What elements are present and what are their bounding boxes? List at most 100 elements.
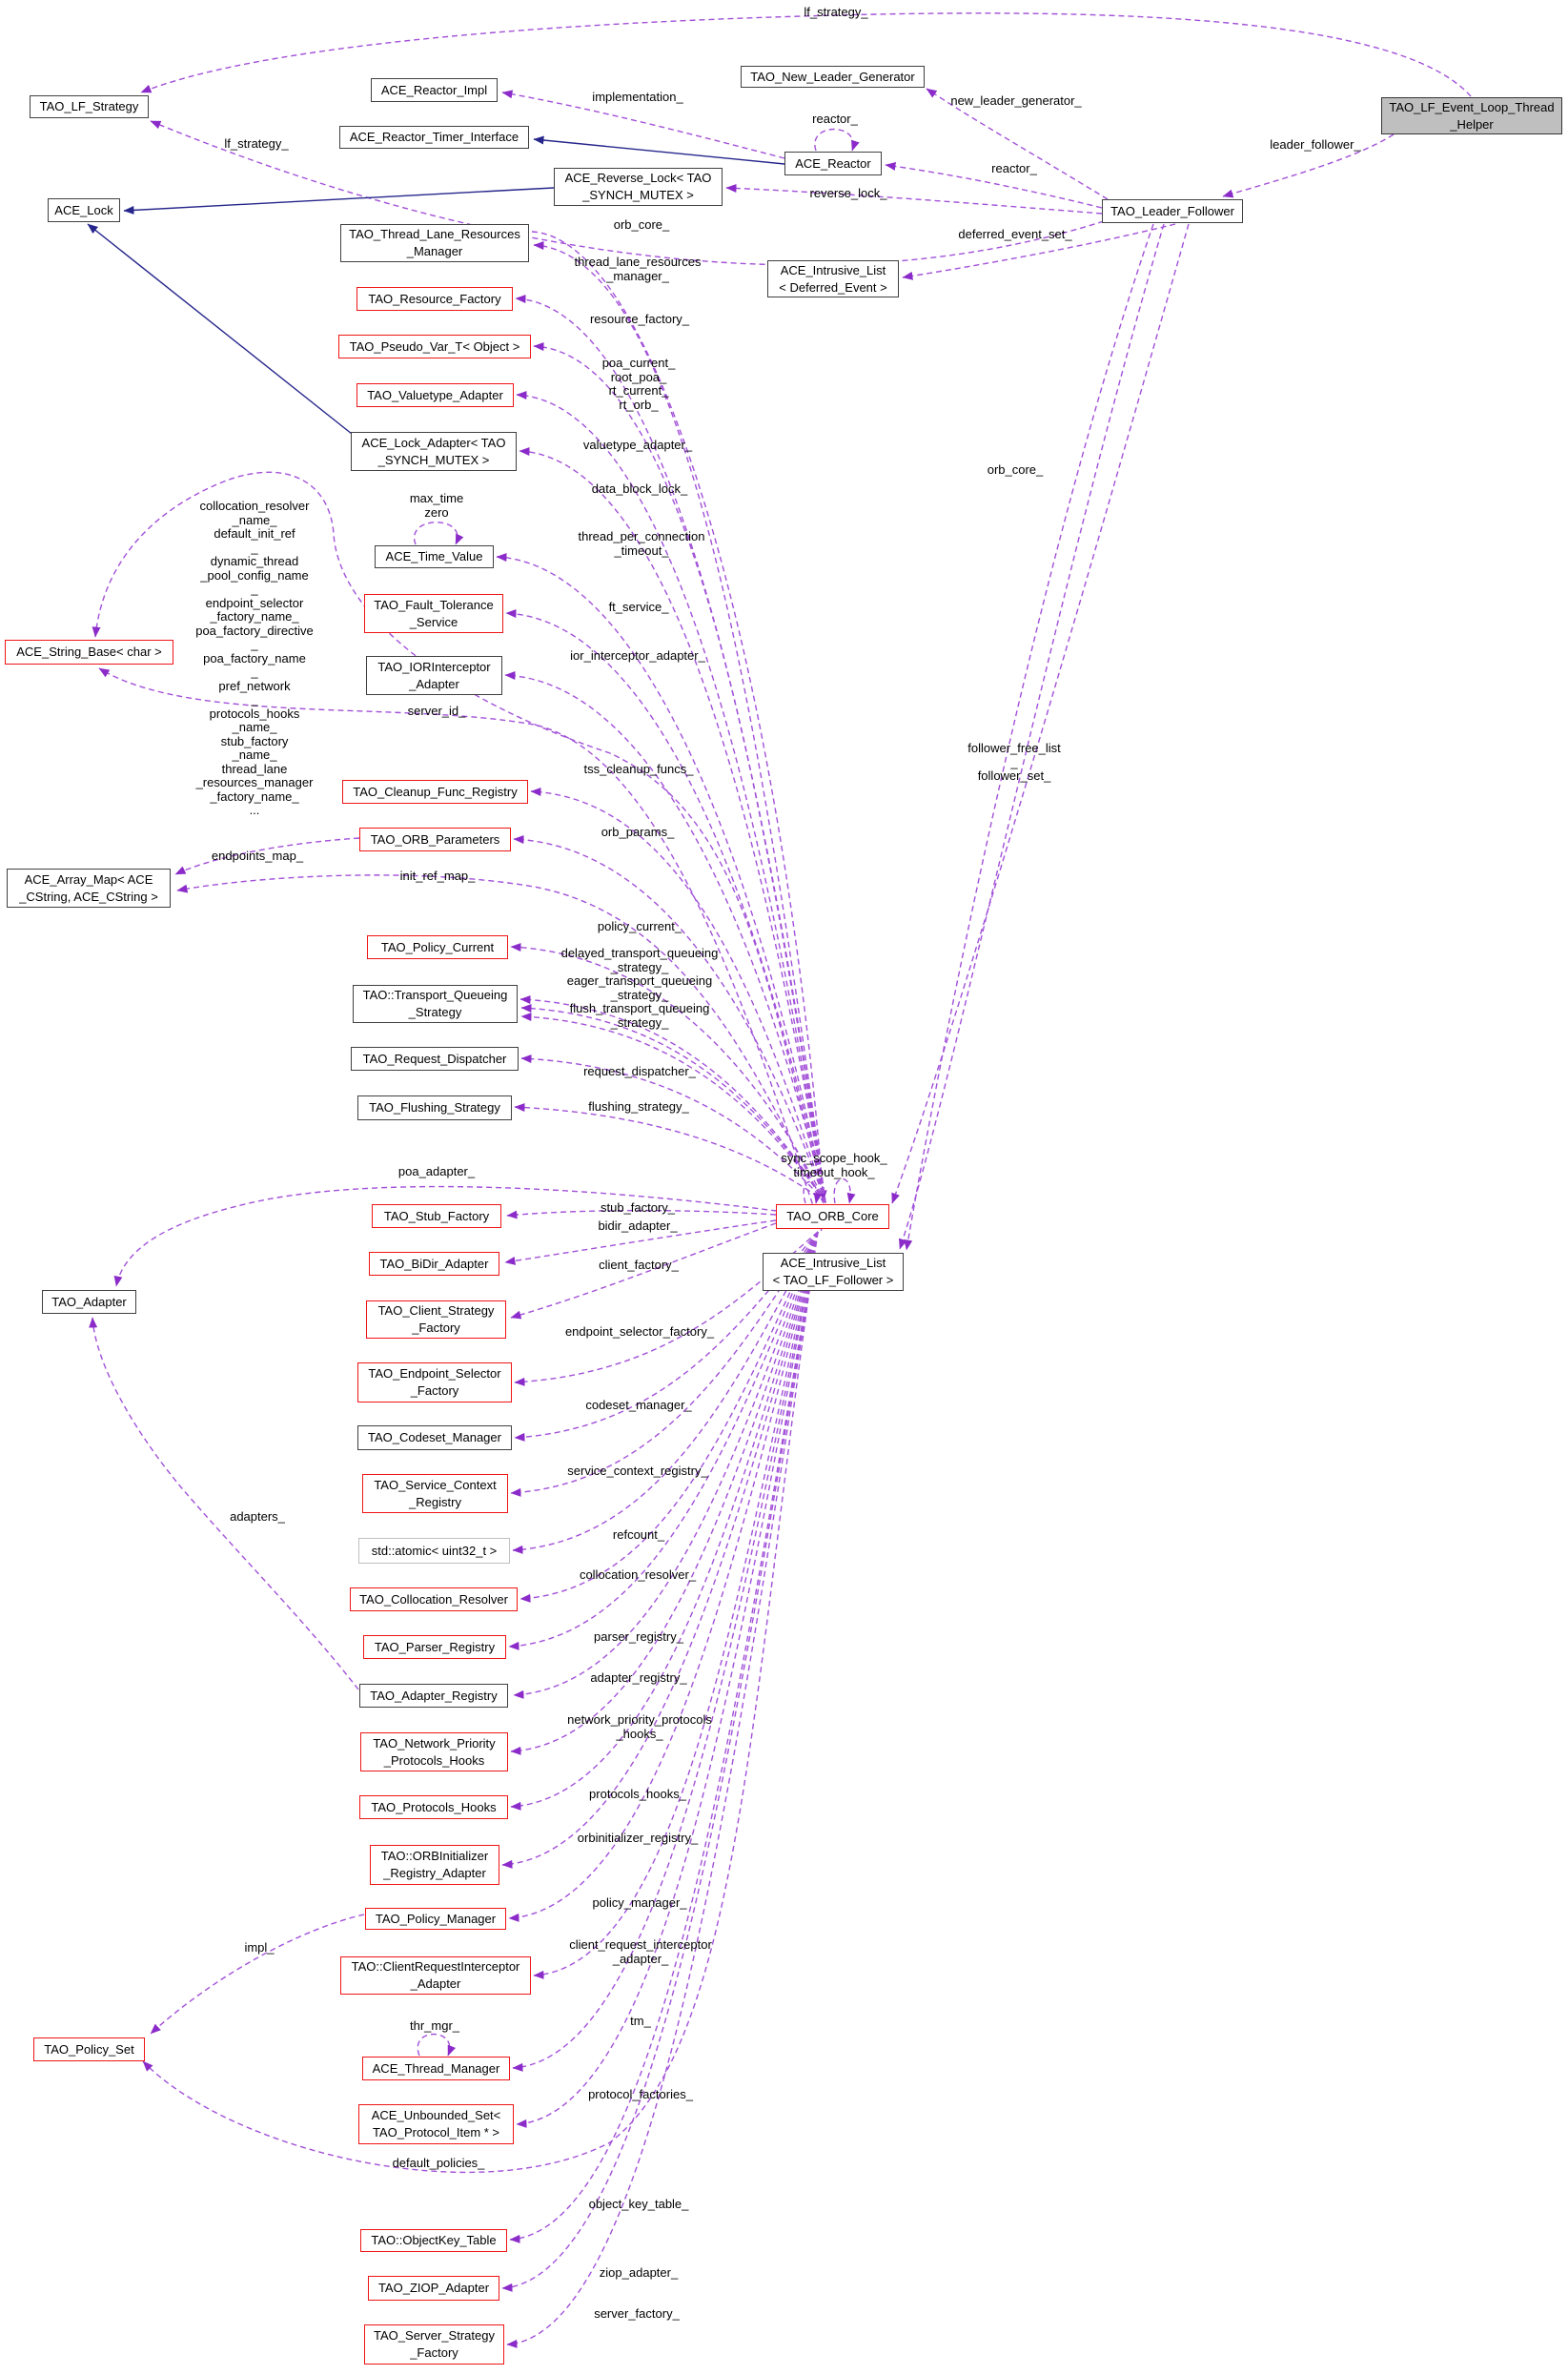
node-tao-stub-factory[interactable]: TAO_Stub_Factory	[372, 1204, 501, 1228]
node-tao-pseudo-var-t[interactable]: TAO_Pseudo_Var_T< Object >	[338, 335, 531, 358]
edge-label-8: deferred_event_set_	[958, 227, 1072, 241]
node-tao-adapter-registry[interactable]: TAO_Adapter_Registry	[359, 1684, 508, 1708]
node-tao-request-dispatcher[interactable]: TAO_Request_Dispatcher	[351, 1047, 519, 1071]
node-tao-orbinitializer-registry-adapter[interactable]: TAO::ORBInitializer _Registry_Adapter	[370, 1845, 499, 1885]
edge-37	[506, 1209, 777, 1219]
node-tao-resource-factory[interactable]: TAO_Resource_Factory	[356, 287, 513, 311]
node-tao-objectkey-table[interactable]: TAO::ObjectKey_Table	[360, 2229, 507, 2252]
edge-55	[512, 1231, 819, 2072]
node-ace-thread-manager[interactable]: ACE_Thread_Manager	[362, 2057, 510, 2080]
node-ace-intrusive-list-deferred-event[interactable]: ACE_Intrusive_List < Deferred_Event >	[767, 260, 899, 297]
edge-label-39: adapters_	[230, 1509, 285, 1524]
node-tao-leader-follower[interactable]: TAO_Leader_Follower	[1102, 199, 1243, 223]
edge-label-44: network_priority_protocols _hooks_	[567, 1712, 712, 1741]
edge-label-9: thread_lane_resources _manager_	[574, 255, 702, 283]
node-tao-transport-queueing-strategy[interactable]: TAO::Transport_Queueing _Strategy	[353, 985, 518, 1023]
node-ace-array-map[interactable]: ACE_Array_Map< ACE _CString, ACE_CString…	[7, 869, 171, 908]
edge-label-35: client_factory_	[599, 1258, 679, 1272]
edge-label-7: orb_core_	[613, 217, 670, 232]
edge-label-27: policy_current_	[597, 919, 682, 933]
edge-34	[803, 1180, 823, 1204]
edge-28	[510, 943, 826, 1203]
node-tao-parser-registry[interactable]: TAO_Parser_Registry	[363, 1635, 506, 1659]
edge-2	[1222, 133, 1395, 198]
node-ace-reactor-impl[interactable]: ACE_Reactor_Impl	[371, 78, 498, 102]
edge-label-47: policy_manager_	[592, 1895, 687, 1910]
edge-label-28: delayed_transport_queueing _strategy_ ea…	[560, 946, 719, 1030]
node-tao-bidir-adapter[interactable]: TAO_BiDir_Adapter	[369, 1252, 499, 1276]
node-ace-reactor[interactable]: ACE_Reactor	[784, 152, 882, 175]
edge-1	[150, 120, 1105, 266]
node-tao-policy-set[interactable]: TAO_Policy_Set	[33, 2037, 145, 2061]
edge-39	[510, 1222, 777, 1320]
edge-label-25: endpoints_map_	[211, 849, 304, 863]
node-ace-string-base[interactable]: ACE_String_Base< char >	[5, 640, 173, 665]
edge-20	[505, 609, 826, 1203]
edge-label-38: service_context_registry_	[567, 1464, 708, 1478]
edge-label-52: protocol_factories_	[588, 2087, 693, 2101]
edge-46	[513, 1231, 819, 1699]
node-tao-flushing-strategy[interactable]: TAO_Flushing_Strategy	[357, 1095, 512, 1120]
edge-60	[506, 1231, 819, 2348]
edge-61	[533, 135, 785, 165]
edge-29	[519, 995, 826, 1203]
edge-3	[926, 88, 1109, 200]
node-tao-lf-strategy[interactable]: TAO_LF_Strategy	[30, 95, 149, 118]
node-tao-client-strategy-factory[interactable]: TAO_Client_Strategy _Factory	[366, 1300, 506, 1339]
node-tao-network-priority-protocols-hooks[interactable]: TAO_Network_Priority _Protocols_Hooks	[360, 1732, 508, 1771]
node-tao-protocols-hooks[interactable]: TAO_Protocols_Hooks	[359, 1795, 508, 1819]
node-tao-codeset-manager[interactable]: TAO_Codeset_Manager	[357, 1425, 512, 1450]
edge-label-6: reverse_lock_	[809, 186, 887, 200]
node-tao-server-strategy-factory[interactable]: TAO_Server_Strategy _Factory	[364, 2324, 504, 2365]
edge-label-18: ior_interceptor_adapter_	[570, 648, 705, 663]
edge-label-2: new_leader_generator_	[950, 93, 1082, 108]
edge-label-34: bidir_adapter_	[598, 1218, 678, 1233]
edge-label-12: valuetype_adapter_	[582, 438, 693, 452]
node-tao-fault-tolerance-service[interactable]: TAO_Fault_Tolerance _Service	[364, 594, 503, 633]
edge-label-14: max_time zero	[409, 491, 464, 520]
node-ace-time-value[interactable]: ACE_Time_Value	[375, 545, 494, 568]
edge-21	[504, 671, 826, 1203]
node-tao-clientrequestinterceptor-adapter[interactable]: TAO::ClientRequestInterceptor _Adapter	[340, 1956, 531, 1995]
node-std-atomic-uint32[interactable]: std::atomic< uint32_t >	[358, 1538, 510, 1564]
node-tao-orb-parameters[interactable]: TAO_ORB_Parameters	[359, 828, 511, 851]
edge-label-15: thread_per_connection _timeout_	[578, 529, 705, 558]
node-ace-lock[interactable]: ACE_Lock	[48, 198, 120, 222]
node-ace-lock-adapter[interactable]: ACE_Lock_Adapter< TAO _SYNCH_MUTEX >	[351, 432, 517, 471]
node-ace-intrusive-list-lf-follower[interactable]: ACE_Intrusive_List < TAO_LF_Follower >	[763, 1253, 904, 1291]
node-tao-adapter[interactable]: TAO_Adapter	[42, 1290, 136, 1314]
edge-label-50: thr_mgr_	[409, 2018, 460, 2033]
node-ace-unbounded-set[interactable]: ACE_Unbounded_Set< TAO_Protocol_Item * >	[358, 2104, 514, 2144]
edge-label-22: follower_free_list _ follower_set_	[967, 741, 1061, 783]
node-tao-cleanup-func-registry[interactable]: TAO_Cleanup_Func_Registry	[342, 780, 528, 804]
edge-label-29: request_dispatcher_	[583, 1064, 696, 1078]
node-tao-ziop-adapter[interactable]: TAO_ZIOP_Adapter	[368, 2276, 499, 2301]
edge-54	[417, 2033, 457, 2057]
edge-label-4: reactor_	[991, 161, 1037, 175]
edge-label-19: server_id_	[407, 704, 466, 718]
edge-label-0: lf_strategy_	[804, 5, 868, 19]
edge-label-46: orbinitializer_registry_	[577, 1831, 699, 1845]
edge-17	[519, 447, 826, 1203]
node-tao-valuetype-adapter[interactable]: TAO_Valuetype_Adapter	[356, 383, 514, 407]
edge-44	[519, 1231, 819, 1603]
node-ace-reactor-timer-interface[interactable]: ACE_Reactor_Timer_Interface	[339, 126, 529, 149]
node-tao-lf-event-loop-thread-helper[interactable]: TAO_LF_Event_Loop_Thread _Helper	[1381, 97, 1562, 134]
edge-47	[89, 1317, 359, 1690]
node-tao-orb-core[interactable]: TAO_ORB_Core	[776, 1204, 889, 1229]
node-tao-collocation-resolver[interactable]: TAO_Collocation_Resolver	[350, 1587, 518, 1611]
node-tao-policy-manager[interactable]: TAO_Policy_Manager	[365, 1908, 506, 1930]
node-tao-policy-current[interactable]: TAO_Policy_Current	[367, 935, 508, 959]
edge-6	[501, 90, 785, 159]
edge-59	[501, 1231, 819, 2292]
node-tao-iorinterceptor-adapter[interactable]: TAO_IORInterceptor _Adapter	[366, 656, 502, 695]
node-tao-new-leader-generator[interactable]: TAO_New_Leader_Generator	[741, 66, 925, 88]
node-tao-thread-lane-resources-manager[interactable]: TAO_Thread_Lane_Resources _Manager	[340, 224, 529, 262]
node-tao-service-context-registry[interactable]: TAO_Service_Context _Registry	[362, 1474, 508, 1513]
edge-label-42: parser_registry_	[594, 1629, 683, 1644]
node-ace-reverse-lock[interactable]: ACE_Reverse_Lock< TAO _SYNCH_MUTEX >	[554, 168, 723, 206]
node-tao-endpoint-selector-factory[interactable]: TAO_Endpoint_Selector _Factory	[357, 1362, 512, 1402]
edge-12	[531, 231, 827, 1201]
edge-10	[904, 223, 1154, 1251]
